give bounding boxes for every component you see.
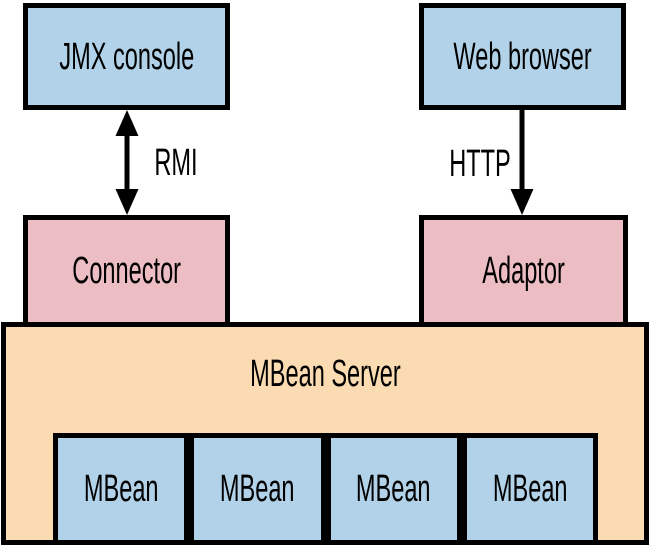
mbean-label: MBean	[492, 468, 568, 510]
connector-box: Connector	[23, 215, 230, 327]
rmi-edge-label: RMI	[154, 142, 198, 184]
rmi-arrow-shaft	[124, 130, 130, 196]
mbean-label: MBean	[356, 468, 431, 510]
mbean-box: MBean	[461, 433, 598, 545]
mbean-label: MBean	[83, 468, 159, 510]
mbean-row: MBean MBean MBean MBean	[53, 433, 598, 545]
http-arrow-shaft	[519, 110, 525, 190]
connector-label: Connector	[72, 250, 181, 292]
http-arrowhead-down-icon	[510, 189, 534, 215]
jmx-console-label: JMX console	[59, 35, 194, 78]
web-browser-label: Web browser	[453, 35, 592, 78]
http-edge-label: HTTP	[449, 143, 511, 185]
adaptor-box: Adaptor	[419, 215, 628, 327]
rmi-double-arrow-icon	[115, 110, 139, 215]
rmi-arrowhead-top-icon	[115, 110, 139, 136]
rmi-arrowhead-bottom-icon	[115, 189, 139, 215]
adaptor-label: Adaptor	[482, 250, 565, 292]
mbean-box: MBean	[325, 433, 462, 545]
web-browser-box: Web browser	[419, 3, 626, 110]
mbean-box: MBean	[189, 433, 326, 545]
http-down-arrow-icon	[510, 110, 534, 215]
jmx-console-box: JMX console	[23, 3, 230, 110]
mbean-label: MBean	[220, 468, 295, 510]
mbean-server-label: MBean Server	[249, 353, 401, 395]
mbean-box: MBean	[53, 433, 190, 545]
